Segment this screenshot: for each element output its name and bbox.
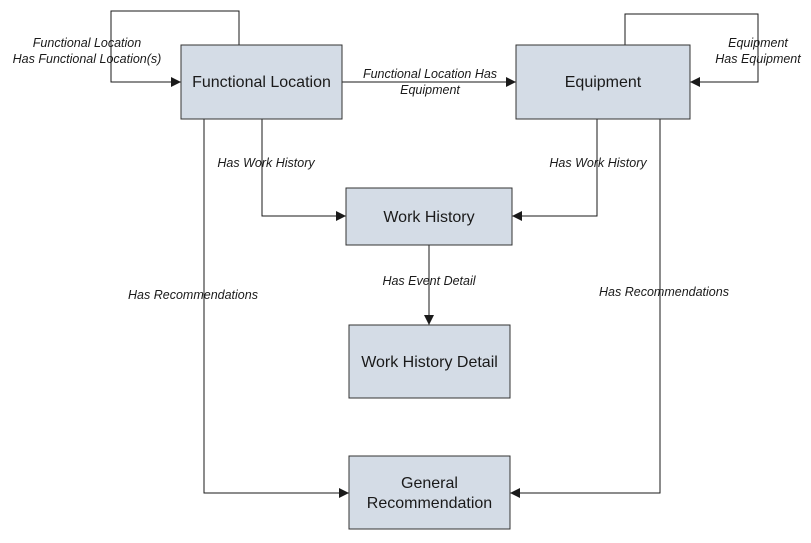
node-equipment-label: Equipment [565,74,642,91]
edge-label-fl-to-eq-line1: Functional Location Has [363,67,497,81]
edge-fl-to-work-history [261,119,346,221]
edge-label-fl-work-history: Has Work History [217,156,315,170]
edge-eq-to-recommendation [510,119,661,498]
edge-fl-to-recommendation [203,119,349,498]
node-general-recommendation-label-line2: Recommendation [367,495,492,512]
node-work-history-detail-label: Work History Detail [361,354,498,371]
node-general-recommendation-label-line1: General [401,475,458,492]
edge-label-fl-to-eq-line2: Equipment [400,83,460,97]
node-general-recommendation[interactable]: General Recommendation [348,455,511,530]
edge-label-eq-self-line1: Equipment [728,36,788,50]
edge-label-fl-self-line2: Has Functional Location(s) [13,52,162,66]
node-equipment[interactable]: Equipment [515,44,691,120]
node-work-history[interactable]: Work History [345,187,513,246]
edge-fl-self-loop [110,10,240,87]
edge-label-fl-recommendations: Has Recommendations [128,288,258,302]
node-functional-location-label: Functional Location [192,74,331,91]
edge-eq-self-loop [624,13,759,87]
node-functional-location[interactable]: Functional Location [180,44,343,120]
edge-eq-to-work-history [512,119,598,221]
node-work-history-label: Work History [383,209,474,226]
edge-label-eq-self-line2: Has Equipment [715,52,801,66]
node-work-history-detail[interactable]: Work History Detail [348,324,511,399]
edge-label-eq-recommendations: Has Recommendations [599,285,729,299]
edge-label-eq-work-history: Has Work History [549,156,647,170]
edge-label-fl-self-line1: Functional Location [33,36,141,50]
edge-label-event-detail: Has Event Detail [382,274,476,288]
